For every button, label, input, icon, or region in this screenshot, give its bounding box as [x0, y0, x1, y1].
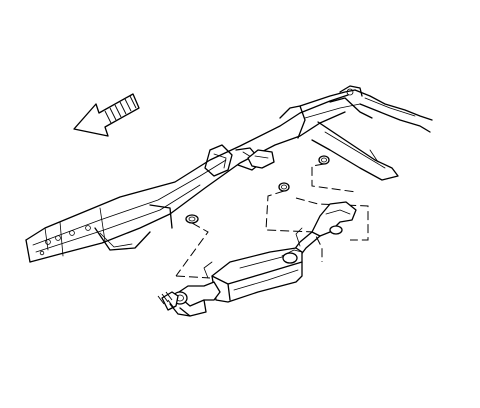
insulator-middle — [278, 182, 290, 192]
frame-rail — [25, 85, 433, 263]
frame-holes — [39, 225, 91, 256]
flange-bolt-hatch — [157, 291, 175, 309]
insulator-rear — [318, 155, 330, 165]
hanger-bracket-upper — [247, 149, 275, 169]
insulator-front — [185, 214, 199, 224]
muffler — [211, 247, 303, 303]
muffler-hanger — [203, 227, 303, 279]
exhaust-pipe-front — [157, 281, 221, 317]
assembly-guide-lines — [175, 163, 369, 279]
tailpipe — [293, 201, 357, 257]
front-direction-arrow-icon — [73, 93, 140, 137]
arrow-shading — [104, 95, 137, 124]
